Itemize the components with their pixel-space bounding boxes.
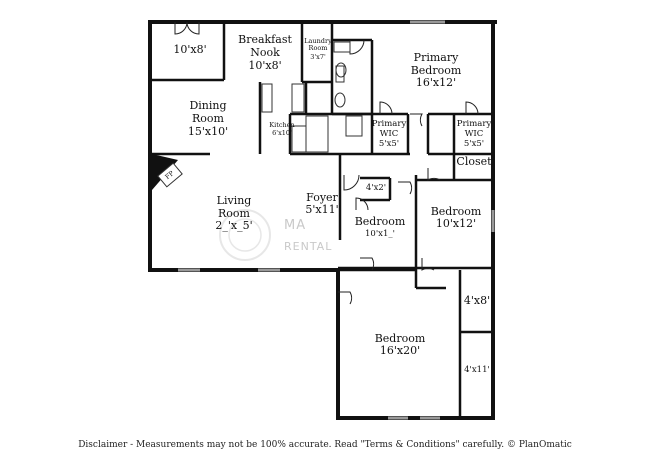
primary-wic-right-size: 5'x5' <box>463 139 485 149</box>
small-closet-size: 4'x2' <box>365 183 387 193</box>
closet-4x8-size: 4'x8' <box>463 294 491 307</box>
closet-4x11-size: 4'x11' <box>464 365 490 375</box>
primary-wic-left-size: 5'x5' <box>378 139 400 149</box>
dining-room-name: Dining Room <box>189 99 227 125</box>
bedroom-middle-size: 10'x1_' <box>365 229 395 239</box>
primary-bedroom-name: Primary Bedroom <box>410 51 462 77</box>
bedroom-right-size: 10'x12' <box>435 217 477 230</box>
fixtures <box>261 41 363 153</box>
watermark-text-top: MA <box>284 218 307 233</box>
dining-room-size: 15'x10' <box>187 125 229 138</box>
laundry-size: 3'x7' <box>310 53 326 61</box>
walls <box>148 20 497 420</box>
laundry-name: Laundry Room <box>304 37 332 53</box>
bedroom-right-name: Bedroom <box>430 205 482 218</box>
interior-walls <box>150 22 493 418</box>
fireplace-icon <box>152 154 183 190</box>
doors <box>174 21 479 305</box>
disclaimer-text: Disclaimer - Measurements may not be 100… <box>78 440 572 450</box>
kitchen-name: Kitchen <box>269 121 295 129</box>
patio-size: 10'x8' <box>173 43 207 56</box>
bedroom-large-name: Bedroom <box>374 332 426 345</box>
primary-bedroom-size: 16'x12' <box>415 76 457 89</box>
kitchen-size: 6'x10' <box>272 129 292 137</box>
living-room-size: 2_'x_5' <box>215 219 253 232</box>
watermark-text-bottom: RENTAL <box>284 240 333 253</box>
primary-wic-left-name: Primary WIC <box>371 119 407 139</box>
foyer-name: Foyer <box>306 191 338 204</box>
primary-wic-right-name: Primary WIC <box>456 119 492 139</box>
bedroom-middle-name: Bedroom <box>354 215 406 228</box>
foyer-size: 5'x11' <box>305 203 339 216</box>
windows <box>178 20 495 420</box>
closet-name: Closet <box>456 155 492 168</box>
watermark-logo <box>219 209 271 261</box>
breakfast-nook-size: 10'x8' <box>248 59 282 72</box>
living-room-name: Living Room <box>216 194 252 220</box>
bedroom-large-size: 16'x20' <box>379 344 421 357</box>
breakfast-nook-name: Breakfast Nook <box>238 33 292 59</box>
